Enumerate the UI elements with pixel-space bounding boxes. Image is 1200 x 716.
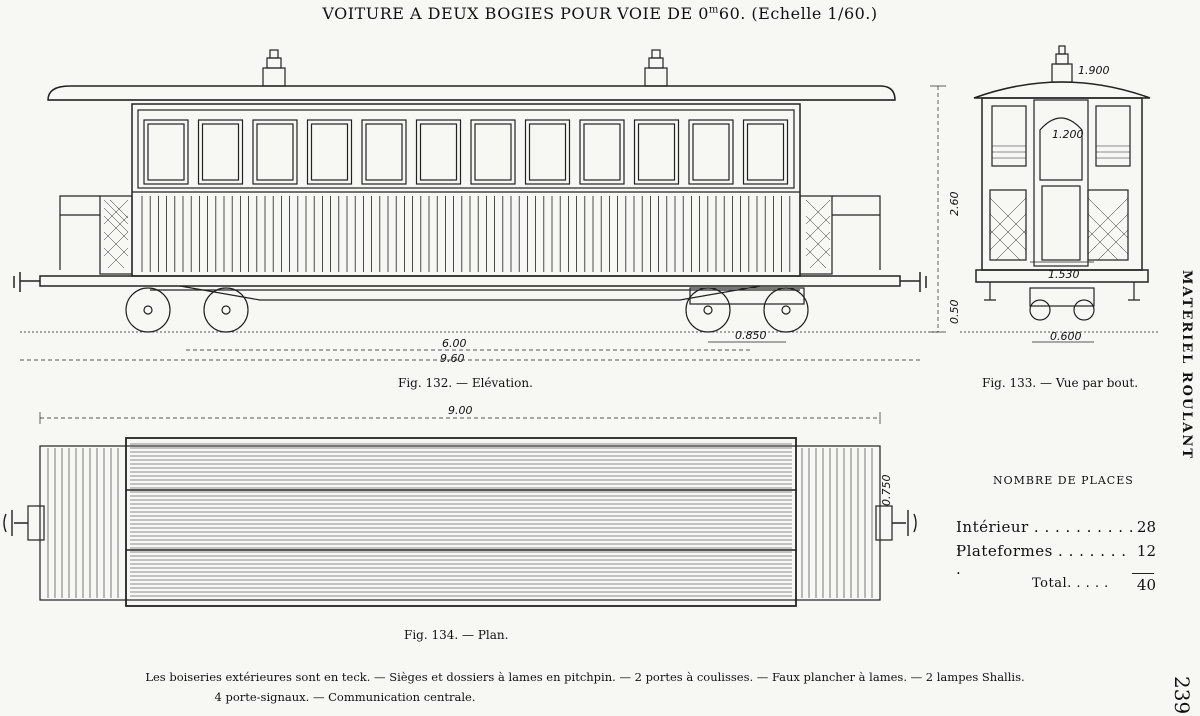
window-pane xyxy=(256,123,294,181)
window xyxy=(579,119,625,185)
dim-plan-length: 9.00 xyxy=(448,404,473,417)
dim-height: 2.60 xyxy=(948,192,961,217)
window xyxy=(361,119,407,185)
plan-platform-slats xyxy=(47,448,873,598)
dim-door-width: 1.200 xyxy=(1052,128,1084,141)
dim-body-width: 1.530 xyxy=(1048,268,1080,281)
window-pane xyxy=(419,123,458,181)
plan-drawing xyxy=(3,412,917,607)
window xyxy=(143,119,189,185)
window xyxy=(524,119,571,185)
page-title-tail: 60. (Echelle 1/60.) xyxy=(718,4,878,23)
roof-lamp-left xyxy=(262,49,286,87)
places-value: 12 xyxy=(1136,542,1156,560)
window xyxy=(197,119,244,185)
dim-plan-platform: 0.750 xyxy=(880,475,893,507)
page-number: 239 xyxy=(1170,676,1194,715)
window-pane xyxy=(310,123,349,181)
window-pane xyxy=(365,123,403,181)
places-row-platforms: Plateformes . . . . . . . . 12 xyxy=(956,542,1156,578)
note-line-1: Les boiseries extérieures sont en teck. … xyxy=(145,670,1025,684)
window xyxy=(470,119,516,185)
window-pane xyxy=(746,123,785,181)
end-roof-lamp xyxy=(1051,45,1073,83)
window xyxy=(306,119,353,185)
caption-fig-132: Fig. 132. — Elévation. xyxy=(398,376,533,390)
window xyxy=(742,119,789,185)
places-title: NOMBRE DE PLACES xyxy=(993,474,1134,487)
window xyxy=(415,119,462,185)
dim-gauge: 0.600 xyxy=(1050,330,1082,343)
side-label: MATERIEL ROULANT xyxy=(1179,270,1194,461)
places-value: 28 xyxy=(1136,518,1156,536)
window-pane xyxy=(692,123,730,181)
elevation-dimension-lines xyxy=(20,85,946,361)
places-row-total: Total. . . . . 40 xyxy=(1032,576,1156,594)
window-pane xyxy=(147,123,185,181)
window xyxy=(252,119,298,185)
lower-planking xyxy=(141,196,791,272)
roof-lamp-right xyxy=(644,49,668,87)
window-pane xyxy=(637,123,676,181)
dim-low: 0.50 xyxy=(948,300,961,325)
dim-bogie-centers: 6.00 xyxy=(442,337,467,350)
end-view-drawing xyxy=(960,45,1160,343)
window-pane xyxy=(528,123,567,181)
elevation-drawing xyxy=(13,49,946,361)
places-row-interior: Intérieur . . . . . . . . . . . 28 xyxy=(956,518,1156,554)
window-pane xyxy=(201,123,240,181)
dim-overall: 9.60 xyxy=(440,352,465,365)
platform-gate-hatch xyxy=(103,199,831,269)
window-pane xyxy=(474,123,512,181)
places-total-label: Total. . . . . xyxy=(1032,576,1109,591)
dim-roof-width: 1.900 xyxy=(1078,64,1110,77)
page-title: VOITURE A DEUX BOGIES POUR VOIE DE 0m60.… xyxy=(0,4,1200,23)
note-line-2: 4 porte-signaux. — Communication central… xyxy=(214,690,476,704)
caption-fig-134: Fig. 134. — Plan. xyxy=(404,628,509,642)
window xyxy=(688,119,734,185)
places-total-value: 40 xyxy=(1136,576,1156,594)
plan-floor-boards xyxy=(130,443,792,601)
window xyxy=(633,119,680,185)
dim-wheelbase: 0.850 xyxy=(735,329,767,342)
window-row xyxy=(143,119,789,185)
places-label: Intérieur . . . . . . . . . . . xyxy=(956,518,1135,554)
page-title-sup: m xyxy=(708,4,719,16)
caption-fig-133: Fig. 133. — Vue par bout. xyxy=(982,376,1139,390)
window-pane xyxy=(583,123,621,181)
places-label: Plateformes . . . . . . . . xyxy=(956,542,1127,578)
page-title-main: VOITURE A DEUX BOGIES POUR VOIE DE 0 xyxy=(322,4,709,23)
total-rule xyxy=(1132,573,1154,574)
